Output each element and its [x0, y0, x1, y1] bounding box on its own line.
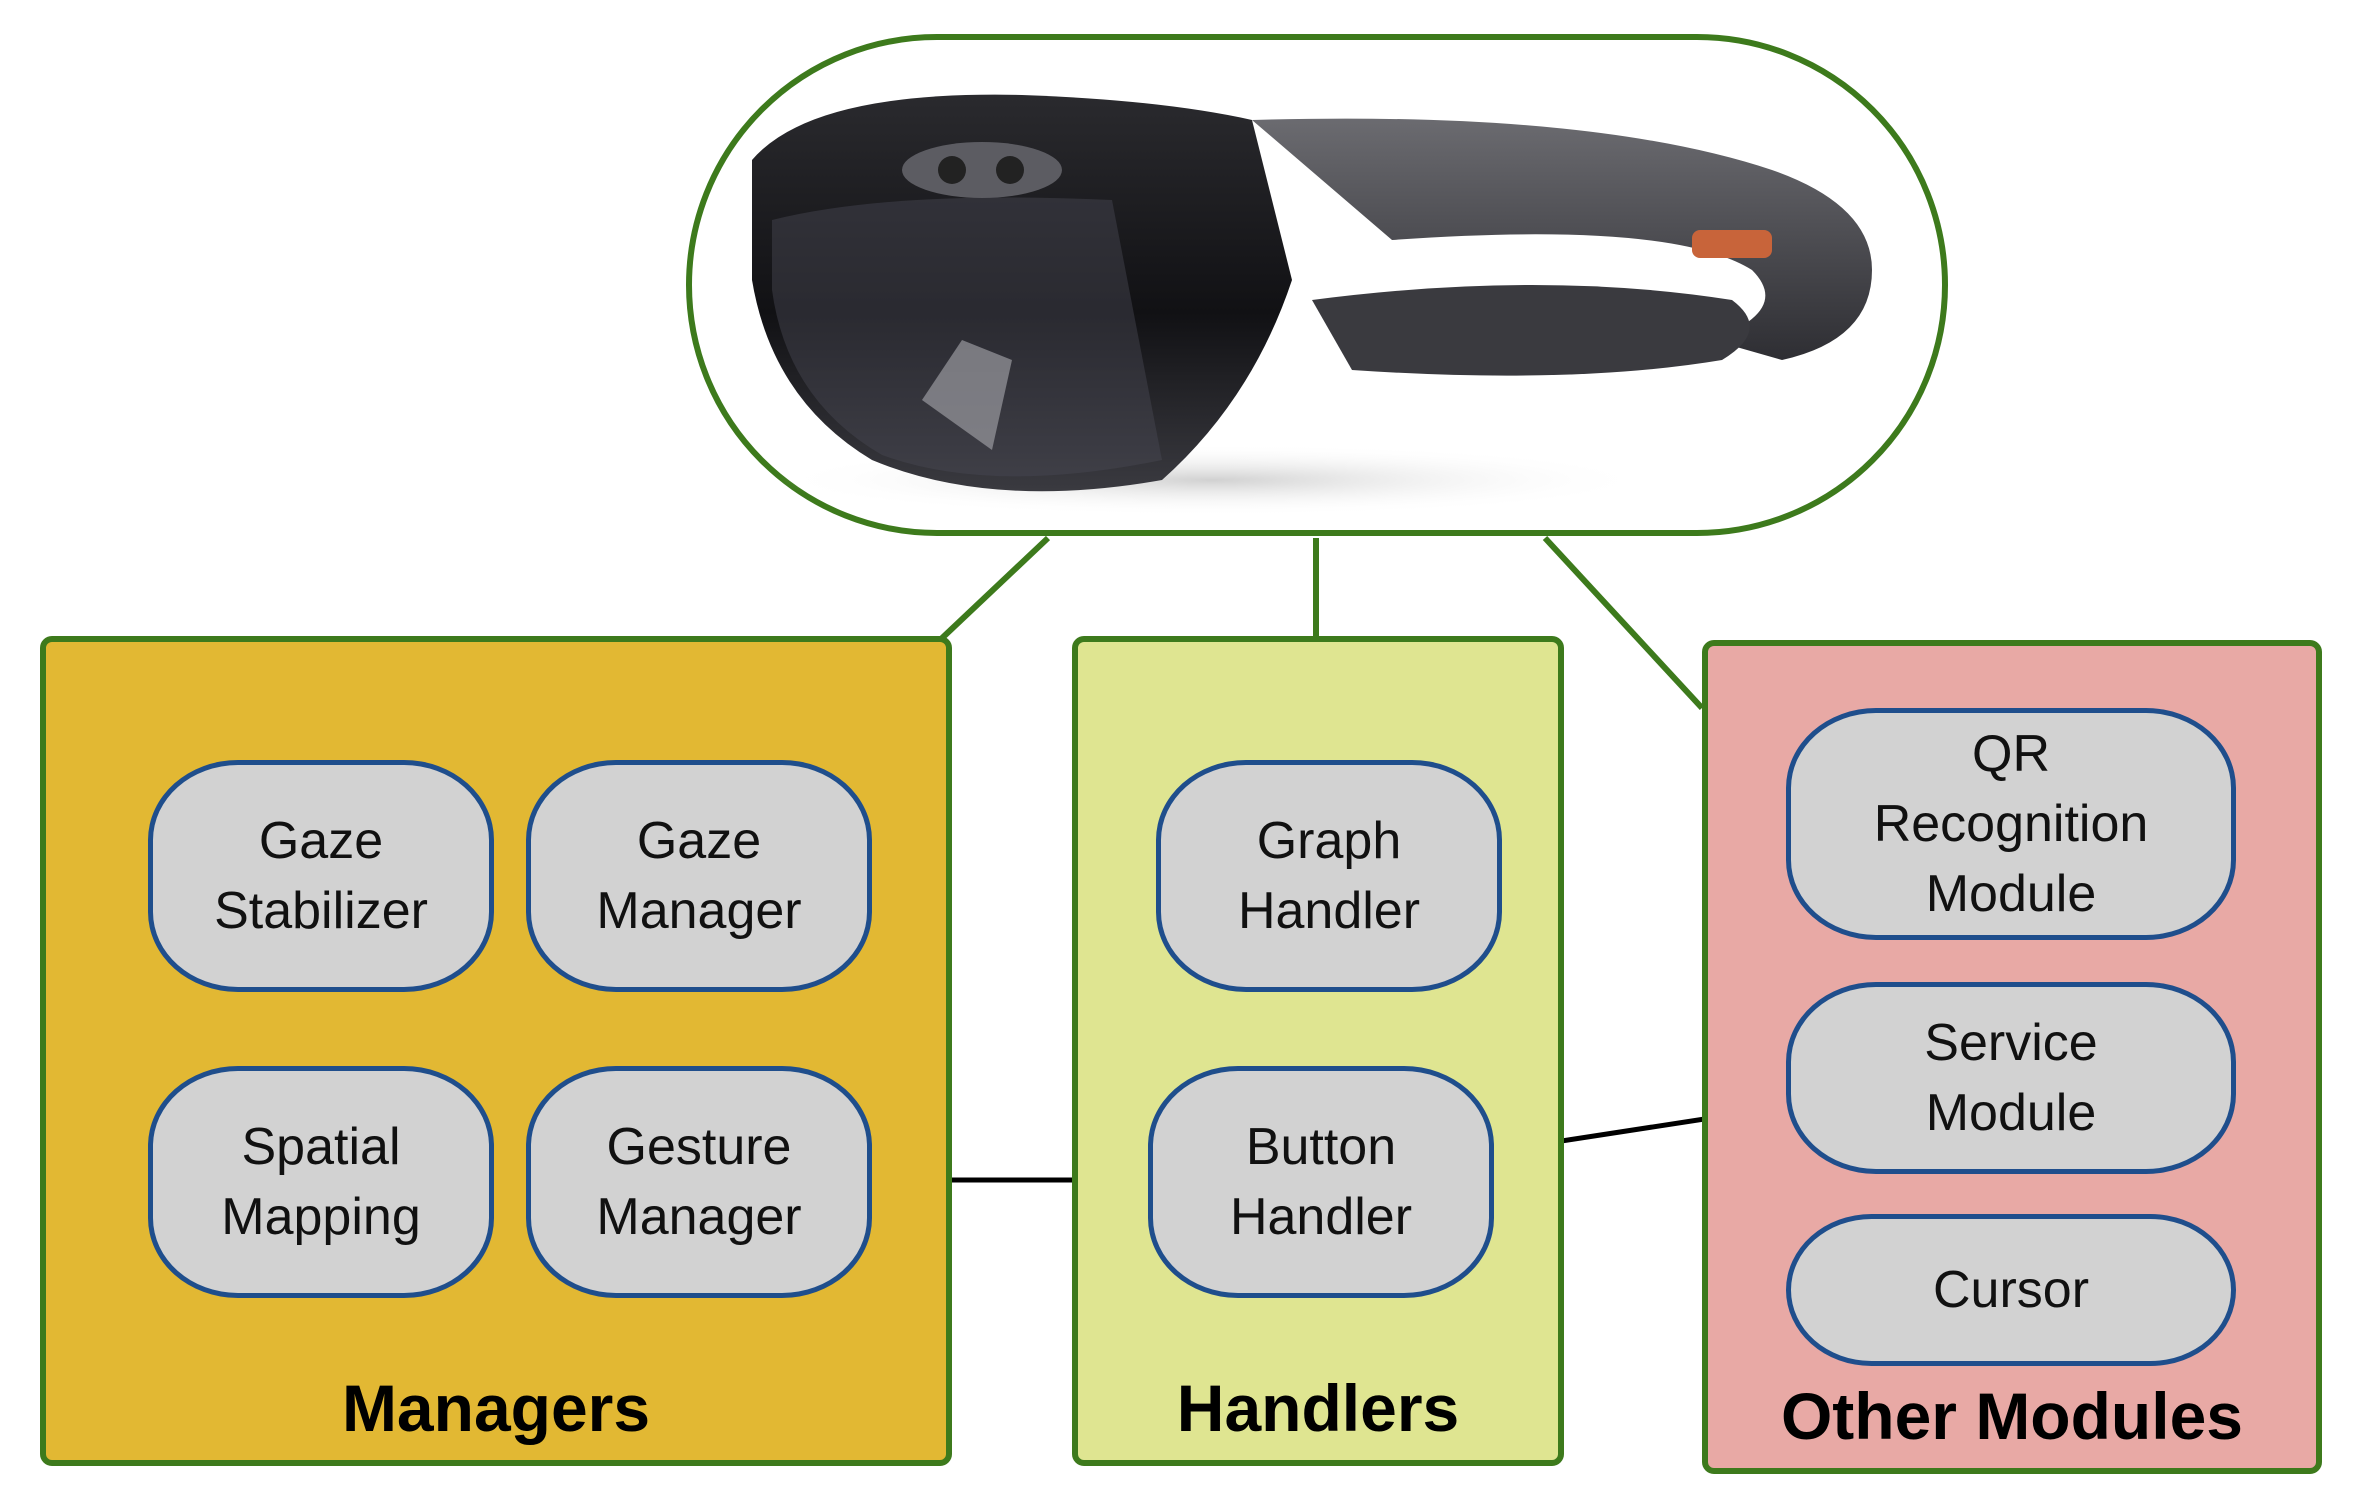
- module-label-line: Module: [1925, 1084, 2097, 1142]
- other-modules-group: QR Recognition Module Service Module Cur…: [1702, 640, 2322, 1474]
- device-capsule: [686, 34, 1948, 536]
- module-label-line: Handler: [1237, 882, 1421, 940]
- mixed-reality-headset-icon: [752, 94, 1872, 516]
- handlers-title: Handlers: [1176, 1371, 1460, 1445]
- module-label-line: Gaze: [258, 811, 384, 870]
- module-label-line: Manager: [596, 882, 802, 940]
- module-label-line: Gaze: [636, 811, 762, 870]
- module-label-line: Module: [1925, 865, 2097, 924]
- module-label-line: Spatial: [241, 1117, 401, 1176]
- connector-to-managers: [937, 535, 1051, 643]
- connector-to-other-modules: [1542, 535, 1705, 711]
- managers-title: Managers: [341, 1371, 651, 1445]
- managers-group: Gaze Stabilizer Gaze Manager Spatial Map…: [40, 636, 952, 1466]
- module-label-line: Graph: [1256, 811, 1402, 870]
- gaze-manager-module[interactable]: Gaze Manager: [526, 760, 872, 992]
- cursor-module[interactable]: Cursor: [1786, 1214, 2236, 1366]
- module-label-line: Gesture: [606, 1117, 792, 1176]
- module-label-line: Service: [1924, 1013, 2098, 1072]
- spatial-mapping-module[interactable]: Spatial Mapping: [148, 1066, 494, 1298]
- module-label-line: Manager: [596, 1188, 802, 1246]
- module-label-line: Mapping: [221, 1188, 421, 1246]
- graph-handler-module[interactable]: Graph Handler: [1156, 760, 1502, 992]
- module-label-line: Handler: [1229, 1188, 1413, 1246]
- qr-recognition-module[interactable]: QR Recognition Module: [1786, 708, 2236, 940]
- service-module[interactable]: Service Module: [1786, 982, 2236, 1174]
- button-handler-module[interactable]: Button Handler: [1148, 1066, 1494, 1298]
- gaze-stabilizer-module[interactable]: Gaze Stabilizer: [148, 760, 494, 992]
- other-modules-title: Other Modules: [1780, 1379, 2244, 1453]
- module-label-line: Stabilizer: [214, 882, 428, 940]
- module-label-line: Cursor: [1932, 1260, 2090, 1319]
- gesture-manager-module[interactable]: Gesture Manager: [526, 1066, 872, 1298]
- module-label-line: Recognition: [1873, 794, 2149, 853]
- module-label-line: QR: [1972, 724, 2050, 783]
- handlers-group: Graph Handler Button Handler Handlers: [1072, 636, 1564, 1466]
- module-label-line: Button: [1245, 1117, 1397, 1176]
